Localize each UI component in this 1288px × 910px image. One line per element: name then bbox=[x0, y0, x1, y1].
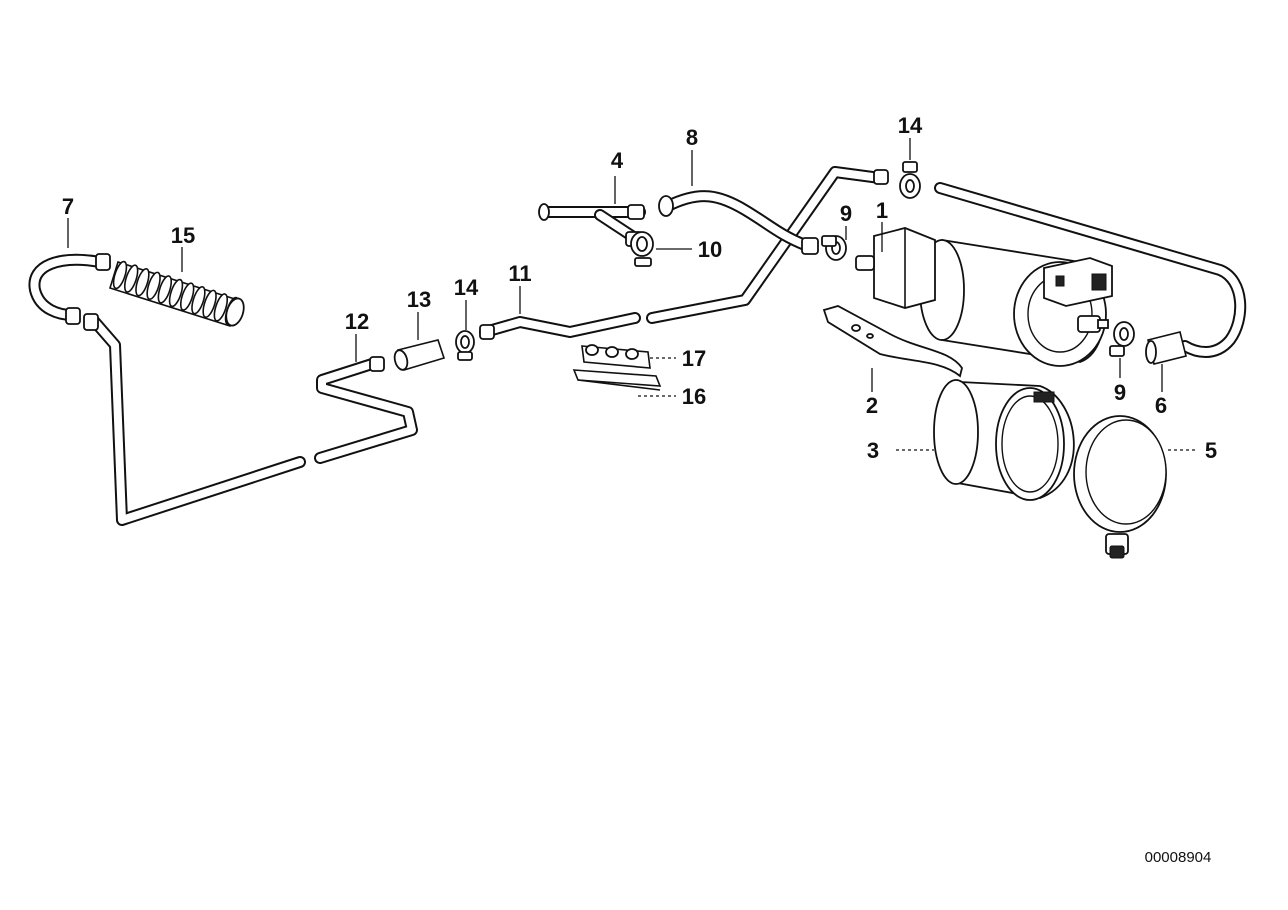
label-10: 10 bbox=[698, 237, 722, 262]
rubber-sleeve-3 bbox=[933, 379, 1075, 501]
hose-clamp-14-right bbox=[899, 161, 921, 199]
pipe-4 bbox=[538, 203, 646, 247]
protective-sleeve-15 bbox=[109, 260, 245, 328]
hose-clamp-9-right bbox=[1109, 321, 1135, 357]
sleeve-rib bbox=[168, 278, 184, 308]
label-12: 12 bbox=[345, 309, 369, 334]
sleeve-rib bbox=[191, 285, 206, 315]
pump-connector-plug bbox=[1043, 257, 1113, 307]
hose-6 bbox=[934, 182, 1247, 365]
clamp-ring-5 bbox=[1073, 415, 1167, 559]
label-9-left: 9 bbox=[840, 201, 852, 226]
sleeve-rib bbox=[179, 282, 195, 311]
sleeve-rib bbox=[112, 260, 128, 290]
sleeve-rib bbox=[146, 271, 161, 301]
label-8: 8 bbox=[686, 125, 698, 150]
label-14-right: 14 bbox=[898, 113, 923, 138]
sleeve-rib bbox=[157, 275, 173, 304]
label-6: 6 bbox=[1155, 393, 1167, 418]
sleeve-rib bbox=[213, 293, 229, 322]
clip-16 bbox=[572, 369, 662, 391]
label-16: 16 bbox=[682, 384, 706, 409]
connector-13 bbox=[393, 339, 446, 371]
label-4: 4 bbox=[611, 148, 624, 173]
label-5: 5 bbox=[1205, 438, 1217, 463]
fuel-pump-1 bbox=[855, 227, 1113, 367]
label-9-right: 9 bbox=[1114, 380, 1126, 405]
label-13: 13 bbox=[407, 287, 431, 312]
label-3: 3 bbox=[867, 438, 879, 463]
hose-8 bbox=[658, 190, 819, 255]
sleeve-rib bbox=[202, 289, 217, 319]
label-7: 7 bbox=[62, 194, 74, 219]
clip-17 bbox=[581, 344, 651, 369]
label-2: 2 bbox=[866, 393, 878, 418]
bracket-2 bbox=[822, 305, 963, 378]
label-15: 15 bbox=[171, 223, 195, 248]
label-17: 17 bbox=[682, 346, 706, 371]
hose-clamp-14-left bbox=[455, 330, 475, 361]
hose-clamp-10 bbox=[630, 231, 654, 267]
leader-lines bbox=[67, 138, 1196, 451]
part-labels: 1 2 3 4 5 6 7 8 9 9 10 11 12 13 14 14 15… bbox=[62, 113, 1217, 463]
label-14-left: 14 bbox=[454, 275, 479, 300]
label-11: 11 bbox=[508, 261, 531, 286]
sleeve-rib bbox=[135, 267, 150, 297]
diagram-code: 00008904 bbox=[1145, 849, 1212, 866]
label-1: 1 bbox=[876, 198, 888, 223]
hose-clamp-9-left bbox=[821, 235, 847, 261]
sleeve-rib bbox=[123, 264, 139, 293]
hose-7 bbox=[28, 253, 418, 526]
